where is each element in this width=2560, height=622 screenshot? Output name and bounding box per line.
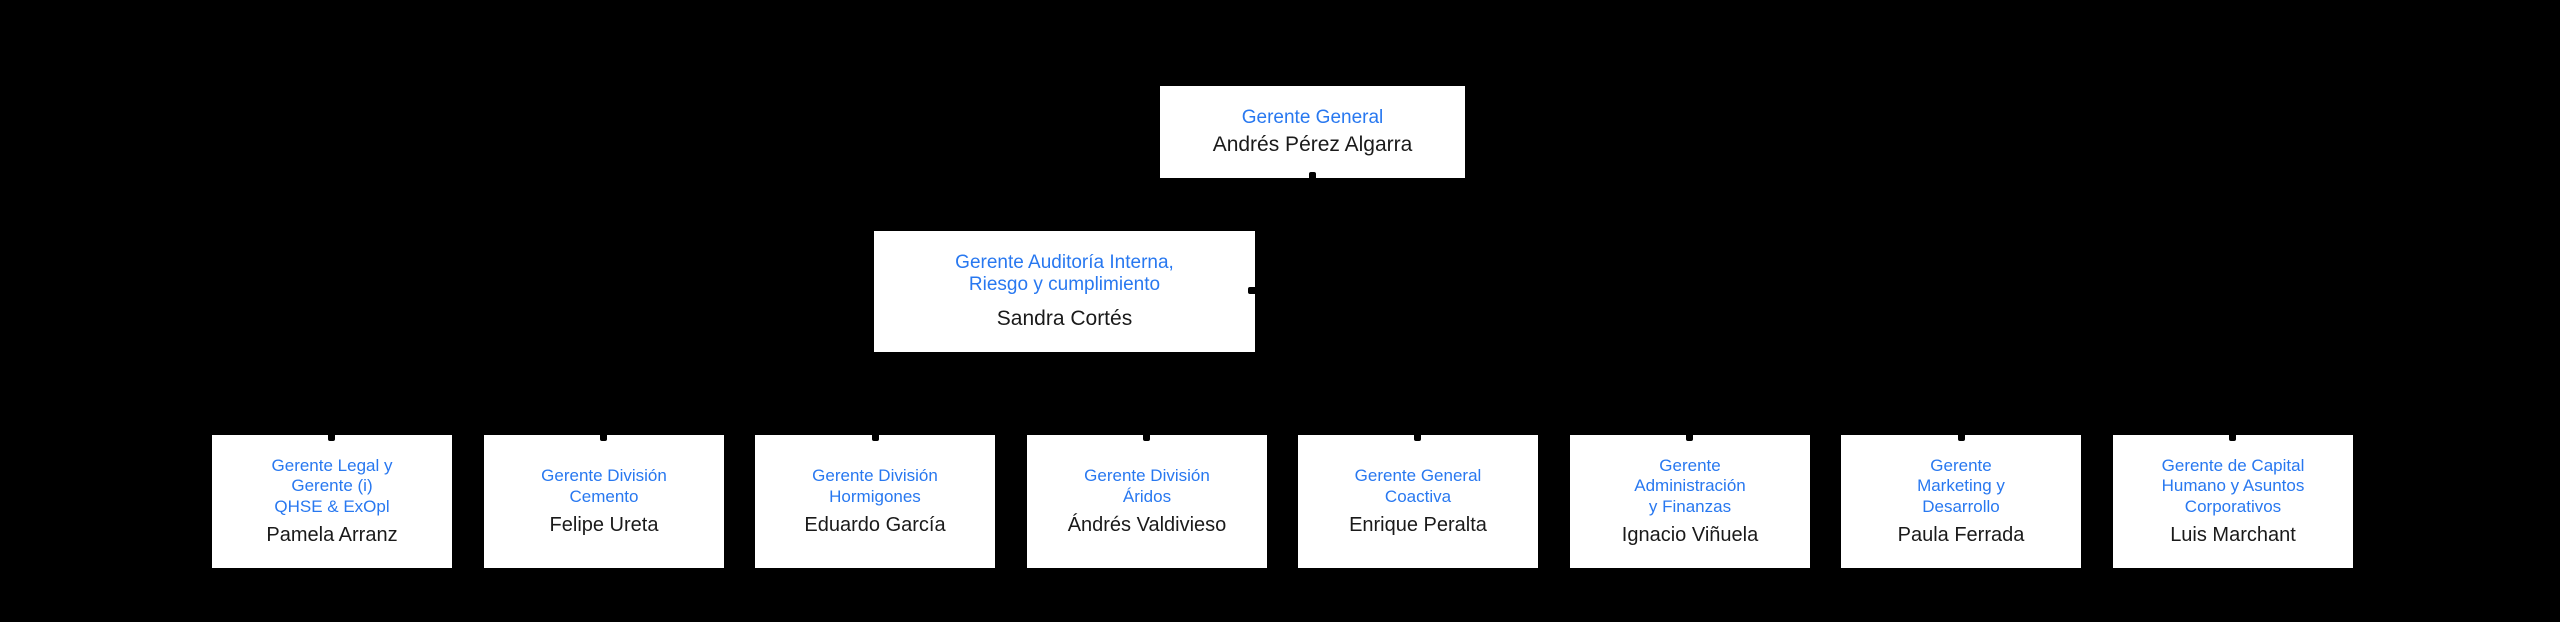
org-node-title: Gerente Auditoría Interna, Riesgo y cump… <box>955 252 1174 296</box>
org-node-name: Pamela Arranz <box>266 523 398 546</box>
connector-stub-legal-qhse <box>328 412 335 441</box>
org-node-marketing-desarrollo: Gerente Marketing y Desarrollo Paula Fer… <box>1841 435 2081 568</box>
org-node-division-aridos: Gerente División Áridos Ándrés Valdivies… <box>1027 435 1267 568</box>
org-node-title: Gerente División Áridos <box>1084 466 1210 506</box>
org-node-name: Paula Ferrada <box>1897 523 2025 546</box>
org-node-general-coactiva: Gerente General Coactiva Enrique Peralta <box>1298 435 1538 568</box>
connector-stub-admin-finanzas <box>1686 412 1693 441</box>
connector-stub-marketing <box>1958 412 1965 441</box>
org-node-auditoria-interna: Gerente Auditoría Interna, Riesgo y cump… <box>874 231 1255 352</box>
org-node-division-hormigones: Gerente División Hormigones Eduardo Garc… <box>755 435 995 568</box>
org-node-title: Gerente Administración y Finanzas <box>1634 456 1746 516</box>
org-node-name: Enrique Peralta <box>1349 513 1487 536</box>
org-node-name: Eduardo García <box>804 513 946 536</box>
connector-root-vertical <box>1309 172 1316 418</box>
org-node-gerente-general: Gerente General Andrés Pérez Algarra <box>1160 86 1465 178</box>
org-node-name: Ándrés Valdivieso <box>1067 513 1227 536</box>
org-node-title: Gerente General <box>1241 106 1384 128</box>
connector-stub-coactiva <box>1414 412 1421 441</box>
org-node-capital-humano: Gerente de Capital Humano y Asuntos Corp… <box>2113 435 2353 568</box>
org-node-name: Felipe Ureta <box>549 513 659 536</box>
connector-distribution-line <box>329 412 2233 419</box>
connector-staff-branch <box>1248 287 1313 294</box>
connector-stub-capital-humano <box>2229 412 2236 441</box>
org-node-legal-qhse: Gerente Legal y Gerente (i) QHSE & ExOpl… <box>212 435 452 568</box>
org-node-name: Sandra Cortés <box>996 306 1133 330</box>
org-node-name: Andrés Pérez Algarra <box>1212 133 1413 157</box>
org-node-title: Gerente División Hormigones <box>812 466 938 506</box>
org-node-name: Luis Marchant <box>2170 523 2296 546</box>
connector-stub-cemento <box>600 412 607 441</box>
org-node-title: Gerente de Capital Humano y Asuntos Corp… <box>2161 456 2305 516</box>
org-node-title: Gerente Marketing y Desarrollo <box>1917 456 2005 516</box>
org-node-title: Gerente División Cemento <box>541 466 667 506</box>
connector-stub-aridos <box>1143 412 1150 441</box>
connector-stub-hormigones <box>872 412 879 441</box>
org-node-division-cemento: Gerente División Cemento Felipe Ureta <box>484 435 724 568</box>
org-node-title: Gerente General Coactiva <box>1354 466 1482 506</box>
org-node-name: Ignacio Viñuela <box>1621 523 1759 546</box>
org-node-administracion-finanzas: Gerente Administración y Finanzas Ignaci… <box>1570 435 1810 568</box>
org-node-title: Gerente Legal y Gerente (i) QHSE & ExOpl <box>271 456 393 516</box>
